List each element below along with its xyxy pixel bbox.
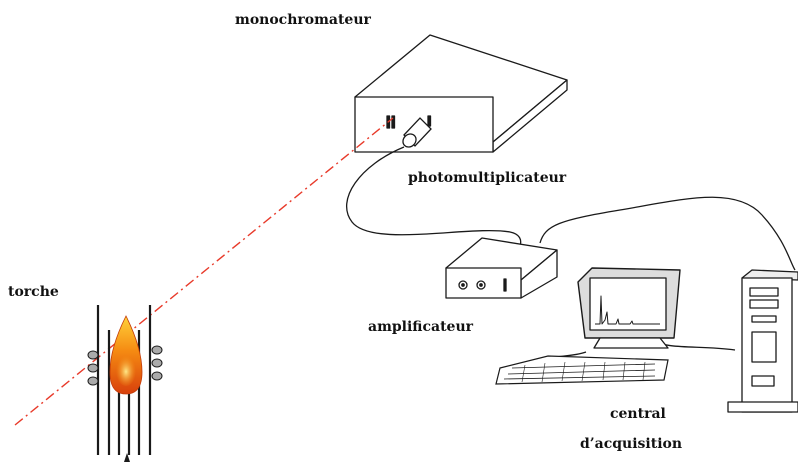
amplifier-switch bbox=[503, 278, 507, 292]
computer-keyboard bbox=[495, 355, 669, 385]
monochromator bbox=[354, 34, 568, 153]
tower-bay-1 bbox=[749, 287, 779, 297]
tower-bay-2 bbox=[749, 299, 779, 309]
computer-tower bbox=[727, 269, 798, 413]
cable-amp-to-computer bbox=[539, 196, 796, 271]
label-photomultiplier: photomultiplicateur bbox=[408, 170, 567, 186]
amplifier bbox=[445, 237, 558, 299]
gas-inlet-arrow bbox=[124, 453, 130, 462]
plasma-flame-core bbox=[116, 354, 136, 386]
photomultiplier-end bbox=[402, 133, 417, 148]
induction-coil bbox=[87, 345, 163, 386]
entrance-slit-2 bbox=[391, 115, 396, 129]
photomultiplier bbox=[402, 117, 432, 148]
torch bbox=[87, 305, 163, 462]
cable-pm-to-amp bbox=[346, 146, 522, 247]
label-monochromator: monochromateur bbox=[235, 12, 371, 28]
spectrum-trace bbox=[595, 295, 660, 325]
exit-slit bbox=[427, 115, 432, 127]
label-acquisition-line-1: central bbox=[610, 406, 666, 422]
optical-beam bbox=[14, 117, 394, 426]
monitor-base bbox=[593, 337, 669, 349]
tower-bay-5 bbox=[751, 375, 775, 387]
amplifier-knob-1-dot bbox=[461, 283, 465, 287]
computer-monitor bbox=[577, 267, 681, 349]
monitor-screen bbox=[589, 277, 667, 331]
amplifier-knob-2-dot bbox=[479, 283, 483, 287]
label-torch: torche bbox=[8, 284, 59, 300]
tower-bay-3 bbox=[751, 315, 777, 323]
label-acquisition-line-2: d’acquisition bbox=[580, 436, 683, 452]
tower-base bbox=[727, 401, 798, 413]
label-amplifier: amplificateur bbox=[368, 319, 474, 335]
tower-bay-4 bbox=[751, 331, 777, 363]
